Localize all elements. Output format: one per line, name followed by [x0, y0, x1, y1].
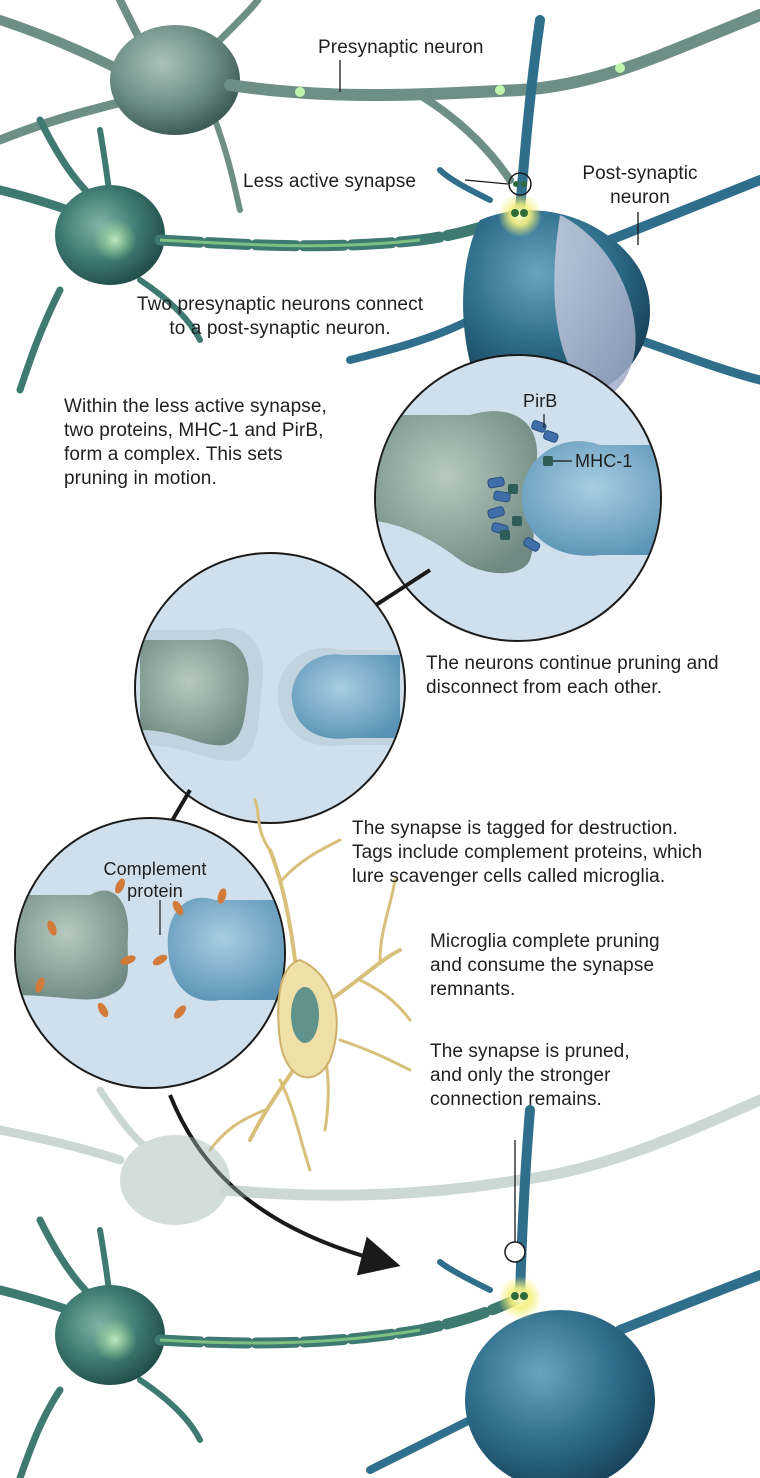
label-post-synaptic-neuron: Post-synaptic neuron — [570, 162, 710, 210]
caption-line: form a complex. This sets — [64, 443, 394, 467]
label-complement-protein: Complement protein — [90, 858, 220, 902]
caption-line: The synapse is pruned, — [430, 1040, 750, 1064]
caption-line: The neurons continue pruning and — [426, 652, 760, 676]
label-pirb: PirB — [523, 390, 557, 412]
leader-less-active — [465, 180, 508, 184]
caption-line: lure scavenger cells called microglia. — [352, 865, 757, 889]
caption-line: Microglia complete pruning — [430, 930, 750, 954]
caption-step1: Two presynaptic neurons connect to a pos… — [110, 293, 450, 341]
caption-line: two proteins, MHC-1 and PirB, — [64, 419, 394, 443]
presynaptic-neuron-2 — [0, 120, 515, 390]
caption-line: Tags include complement proteins, which — [352, 841, 757, 865]
label-mhc1: MHC-1 — [575, 450, 633, 472]
label-complement-line: Complement — [90, 858, 220, 880]
caption-line: disconnect from each other. — [426, 676, 760, 700]
label-less-active-synapse: Less active synapse — [243, 170, 416, 194]
caption-line: and consume the synapse — [430, 954, 750, 978]
caption-line: Two presynaptic neurons connect — [110, 293, 450, 317]
label-complement-line: protein — [90, 880, 220, 902]
caption-line: pruning in motion. — [64, 467, 394, 491]
post-synaptic-neuron — [350, 20, 760, 400]
disconnect-circle — [135, 553, 405, 823]
caption-line: Within the less active synapse, — [64, 395, 394, 419]
caption-step4: The synapse is tagged for destruction. T… — [352, 817, 757, 889]
caption-line: The synapse is tagged for destruction. — [352, 817, 757, 841]
caption-line: and only the stronger — [430, 1064, 750, 1088]
bottom-scene — [0, 1090, 760, 1478]
bottom-post-synaptic-neuron — [370, 1110, 760, 1478]
caption-step2: Within the less active synapse, two prot… — [64, 395, 394, 491]
caption-line: to a post-synaptic neuron. — [110, 317, 450, 341]
label-presynaptic-neuron: Presynaptic neuron — [318, 36, 484, 60]
caption-step6: The synapse is pruned, and only the stro… — [430, 1040, 750, 1112]
caption-step5: Microglia complete pruning and consume t… — [430, 930, 750, 1002]
label-post-synaptic-line: Post-synaptic — [570, 162, 710, 186]
caption-line: remnants. — [430, 978, 750, 1002]
label-post-synaptic-line: neuron — [570, 186, 710, 210]
caption-step3: The neurons continue pruning and disconn… — [426, 652, 760, 700]
caption-line: connection remains. — [430, 1088, 750, 1112]
